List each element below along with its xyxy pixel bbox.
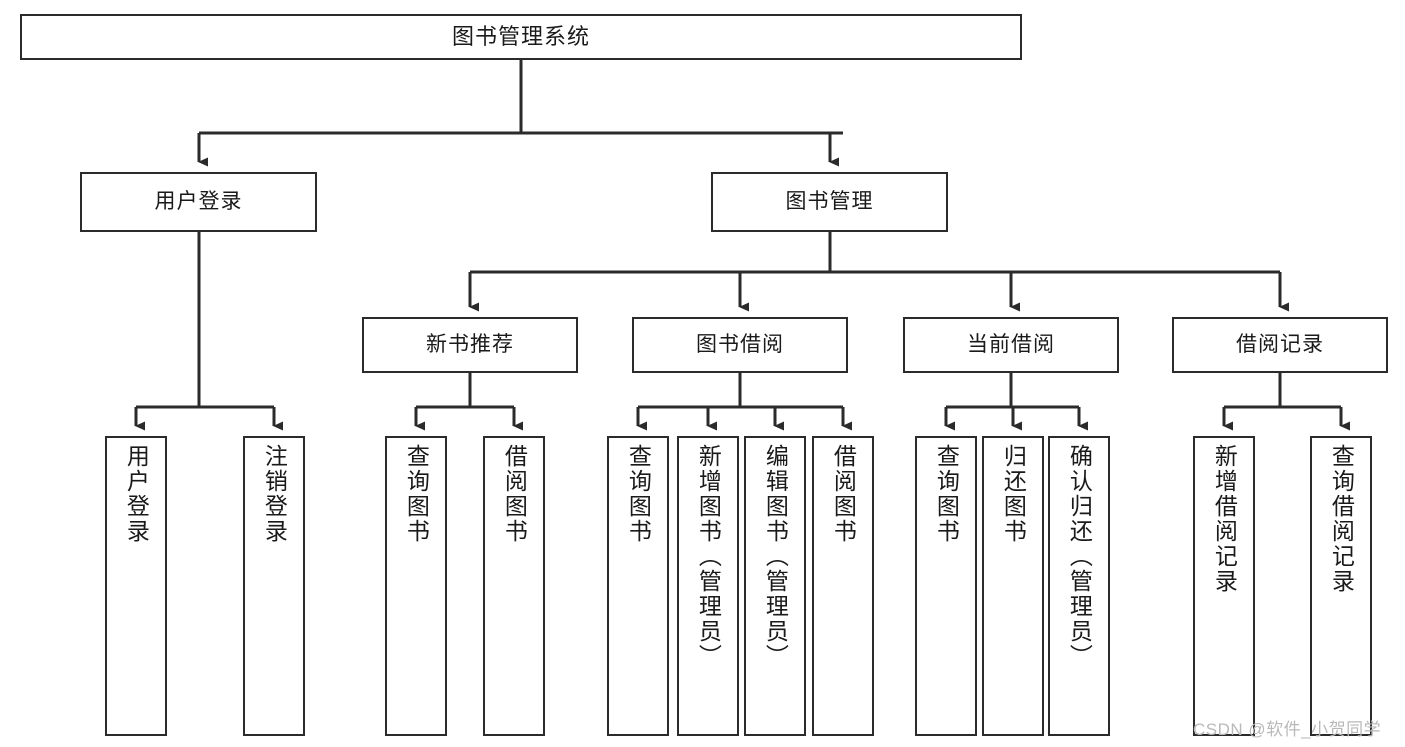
edge-group-root — [197, 60, 843, 167]
node-leaf-borrow-book-2-label: 借阅图书 — [830, 444, 857, 544]
node-leaf-user-login[interactable]: 用户登录 — [105, 436, 167, 736]
node-user-login-label: 用户登录 — [154, 189, 243, 213]
node-borrow-record-label: 借阅记录 — [1236, 332, 1324, 356]
node-new-book-recommendation-label: 新书推荐 — [426, 332, 514, 356]
node-borrow-record[interactable]: 借阅记录 — [1172, 317, 1388, 373]
node-new-book-recommendation[interactable]: 新书推荐 — [362, 317, 578, 373]
node-book-borrow[interactable]: 图书借阅 — [632, 317, 848, 373]
node-book-manage-label: 图书管理 — [785, 189, 874, 213]
node-leaf-query-borrow-record-label: 查询借阅记录 — [1328, 444, 1355, 594]
node-leaf-query-book-1-label: 查询图书 — [403, 444, 430, 544]
node-current-borrow-label: 当前借阅 — [967, 332, 1055, 356]
edge-group-current-borrow — [944, 373, 1088, 431]
node-leaf-confirm-return-label: 确认归还（管理员） — [1066, 444, 1093, 669]
node-leaf-add-book-label: 新增图书（管理员） — [695, 444, 722, 669]
edge-group-new-book-rec — [414, 373, 523, 431]
node-leaf-logout[interactable]: 注销登录 — [243, 436, 305, 736]
node-leaf-query-book-3[interactable]: 查询图书 — [915, 436, 977, 736]
node-root[interactable]: 图书管理系统 — [20, 14, 1022, 60]
node-leaf-query-book-3-label: 查询图书 — [933, 444, 960, 544]
node-leaf-borrow-book-1[interactable]: 借阅图书 — [483, 436, 545, 736]
edge-group-book-borrow — [636, 373, 852, 431]
node-leaf-borrow-book-1-label: 借阅图书 — [501, 444, 528, 544]
node-leaf-query-book-1[interactable]: 查询图书 — [385, 436, 447, 736]
node-leaf-query-borrow-record[interactable]: 查询借阅记录 — [1310, 436, 1372, 736]
node-leaf-edit-book[interactable]: 编辑图书（管理员） — [744, 436, 806, 736]
node-leaf-query-book-2-label: 查询图书 — [625, 444, 652, 544]
node-root-label: 图书管理系统 — [451, 24, 590, 50]
node-leaf-return-book[interactable]: 归还图书 — [982, 436, 1044, 736]
node-leaf-borrow-book-2[interactable]: 借阅图书 — [812, 436, 874, 736]
edge-group-borrow-record — [1222, 373, 1350, 431]
node-leaf-edit-book-label: 编辑图书（管理员） — [762, 444, 789, 669]
node-leaf-add-borrow-record-label: 新增借阅记录 — [1211, 444, 1238, 594]
csdn-watermark: CSDN @软件_小贺同学 — [1193, 720, 1382, 739]
node-leaf-add-book[interactable]: 新增图书（管理员） — [677, 436, 739, 736]
edge-group-user-login — [134, 232, 283, 431]
node-leaf-logout-label: 注销登录 — [261, 444, 288, 544]
node-leaf-add-borrow-record[interactable]: 新增借阅记录 — [1193, 436, 1255, 736]
node-leaf-return-book-label: 归还图书 — [1000, 444, 1027, 544]
node-leaf-confirm-return[interactable]: 确认归还（管理员） — [1048, 436, 1110, 736]
node-leaf-user-login-label: 用户登录 — [123, 444, 150, 544]
node-user-login[interactable]: 用户登录 — [80, 172, 317, 232]
node-book-manage[interactable]: 图书管理 — [711, 172, 948, 232]
node-book-borrow-label: 图书借阅 — [696, 332, 784, 356]
edge-group-book-manage — [468, 232, 1289, 312]
node-leaf-query-book-2[interactable]: 查询图书 — [607, 436, 669, 736]
node-current-borrow[interactable]: 当前借阅 — [903, 317, 1119, 373]
